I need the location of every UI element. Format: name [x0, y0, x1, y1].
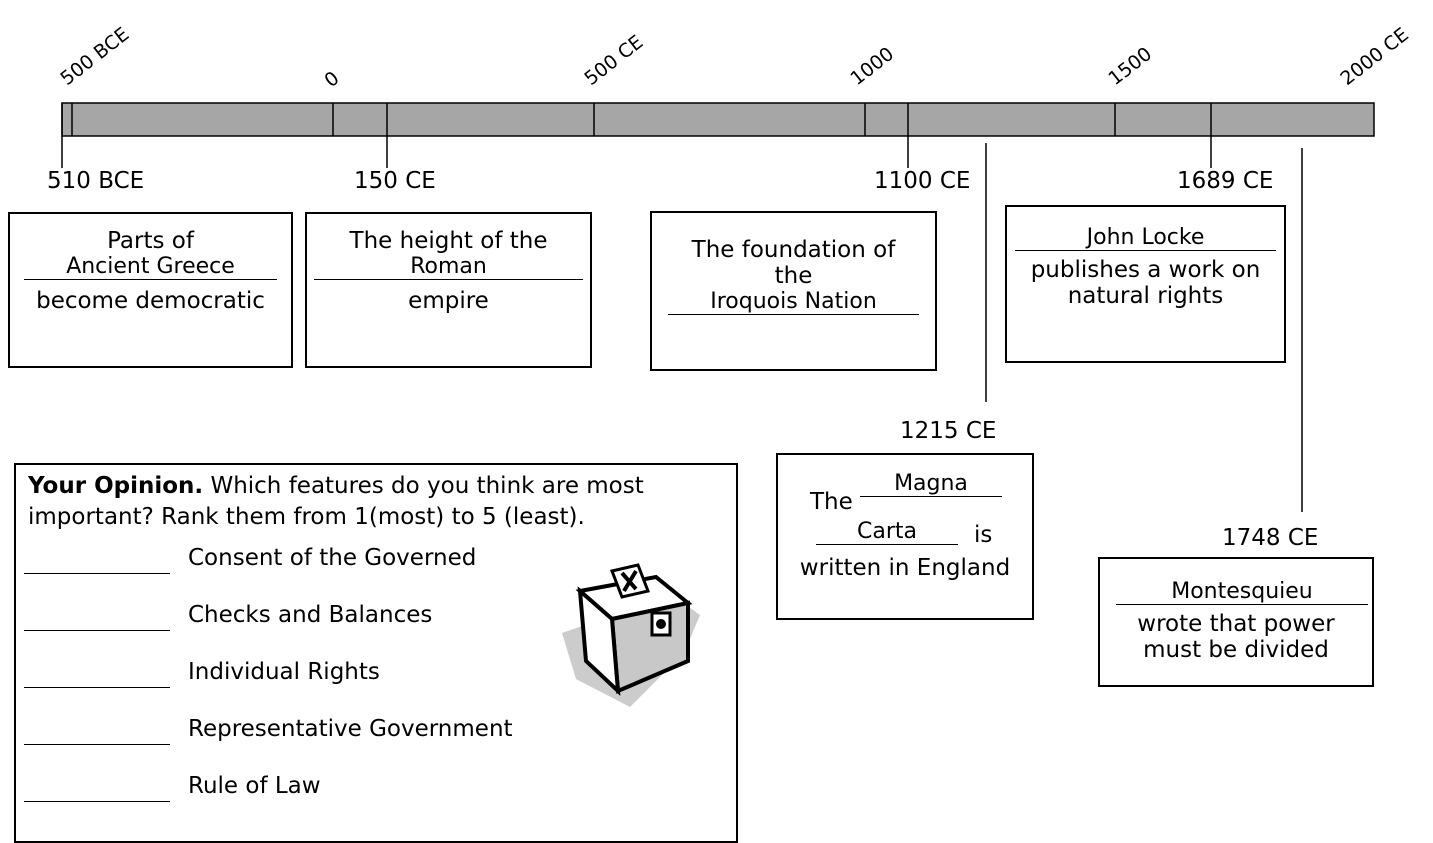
rank-blank-2[interactable] [24, 630, 170, 631]
locke-answer: John Locke [1015, 225, 1276, 251]
date-150ce: 150 CE [354, 168, 436, 194]
rank-blank-3[interactable] [24, 687, 170, 688]
iroquois-top1: The foundation of [691, 237, 896, 263]
event-box-greece: Parts of Ancient Greece become democrati… [8, 212, 293, 368]
rome-answer: Roman [314, 254, 583, 280]
magna-answer2: Carta [816, 519, 958, 545]
feature-item-1: Consent of the Governed [188, 545, 477, 571]
greece-bottom: become democratic [36, 288, 265, 314]
feature-item-3: Individual Rights [188, 659, 380, 685]
rank-blank-4[interactable] [24, 744, 170, 745]
montesquieu-answer: Montesquieu [1116, 579, 1368, 605]
magna-line3: written in England [799, 555, 1011, 581]
locke-line2: natural rights [1067, 283, 1224, 309]
greece-top: Parts of [107, 228, 194, 254]
rome-bottom: empire [408, 288, 489, 314]
event-box-montesquieu: Montesquieu wrote that power must be div… [1098, 557, 1374, 687]
montesquieu-line2: must be divided [1143, 637, 1329, 663]
feature-item-5: Rule of Law [188, 773, 321, 799]
montesquieu-line1: wrote that power [1137, 611, 1335, 637]
date-1748ce: 1748 CE [1222, 525, 1319, 551]
iroquois-answer: Iroquois Nation [668, 289, 919, 315]
date-1689ce: 1689 CE [1177, 168, 1274, 194]
opinion-prompt-rest: Which features do you think are most [203, 473, 644, 499]
opinion-prompt-line2: important? Rank them from 1(most) to 5 (… [28, 504, 585, 530]
ballot-box-icon [562, 563, 700, 707]
opinion-heading: Your Opinion. [28, 473, 204, 499]
event-box-locke: John Locke publishes a work on natural r… [1005, 205, 1286, 363]
opinion-box: Your Opinion. Which features do you thin… [14, 463, 738, 843]
date-1100ce: 1100 CE [874, 168, 971, 194]
rank-blank-1[interactable] [24, 573, 170, 574]
date-510bce: 510 BCE [47, 168, 145, 194]
date-1215ce: 1215 CE [900, 418, 997, 444]
feature-item-2: Checks and Balances [188, 602, 433, 628]
iroquois-top2: the [774, 263, 813, 289]
magna-answer1: Magna [860, 471, 1002, 497]
rome-top: The height of the [349, 228, 548, 254]
locke-line1: publishes a work on [1030, 257, 1261, 283]
greece-answer: Ancient Greece [24, 254, 277, 280]
event-box-magna-carta: The Magna Carta is written in England [776, 453, 1034, 620]
magna-is: is [974, 522, 993, 548]
magna-the: The [810, 489, 853, 515]
opinion-prompt: Your Opinion. Which features do you thin… [28, 473, 644, 499]
event-box-iroquois: The foundation of the Iroquois Nation [650, 211, 937, 371]
rank-blank-5[interactable] [24, 801, 170, 802]
feature-item-4: Representative Government [188, 716, 513, 742]
event-box-rome: The height of the Roman empire [305, 212, 592, 368]
